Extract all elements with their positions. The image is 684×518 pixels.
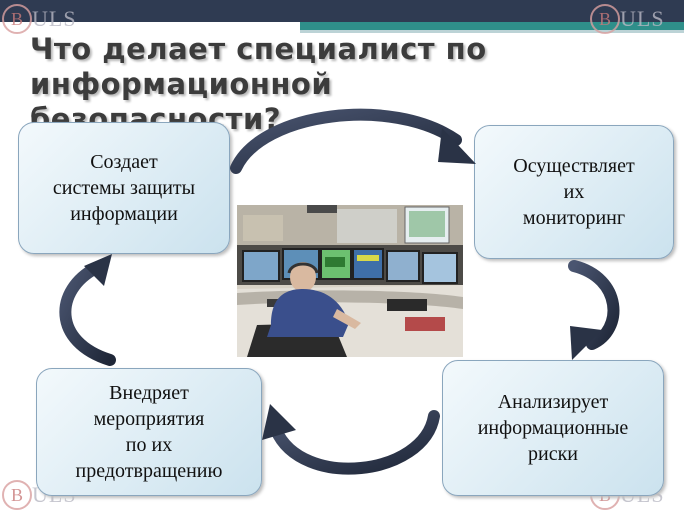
logo-letter: B bbox=[2, 480, 32, 510]
cycle-step-create: Создает системы защиты информации bbox=[18, 122, 230, 254]
logo-text: ULS bbox=[32, 6, 77, 31]
top-accent-line bbox=[300, 30, 684, 33]
top-accent-bar bbox=[300, 22, 684, 30]
security-operator-photo bbox=[237, 205, 463, 357]
arrow-left-icon bbox=[59, 254, 116, 366]
top-bar bbox=[0, 0, 684, 22]
step-label: Анализирует информационные риски bbox=[477, 391, 629, 465]
cycle-step-monitor: Осуществляет их мониторинг bbox=[474, 125, 674, 259]
slide-title: Что делает специалист по информационной … bbox=[30, 32, 487, 136]
logo-letter: B bbox=[590, 4, 620, 34]
cycle-step-implement: Внедряет мероприятия по их предотвращени… bbox=[36, 368, 262, 496]
step-label: Внедряет мероприятия по их предотвращени… bbox=[75, 382, 223, 482]
arrow-bottom-icon bbox=[262, 404, 440, 475]
arrow-right-icon bbox=[568, 260, 620, 360]
arrow-top-icon bbox=[230, 108, 476, 174]
logo-letter: B bbox=[2, 4, 32, 34]
cycle-step-analyze: Анализирует информационные риски bbox=[442, 360, 664, 496]
step-label: Осуществляет их мониторинг bbox=[513, 155, 635, 229]
logo-text: ULS bbox=[620, 6, 665, 31]
step-label: Создает системы защиты информации bbox=[52, 151, 196, 225]
